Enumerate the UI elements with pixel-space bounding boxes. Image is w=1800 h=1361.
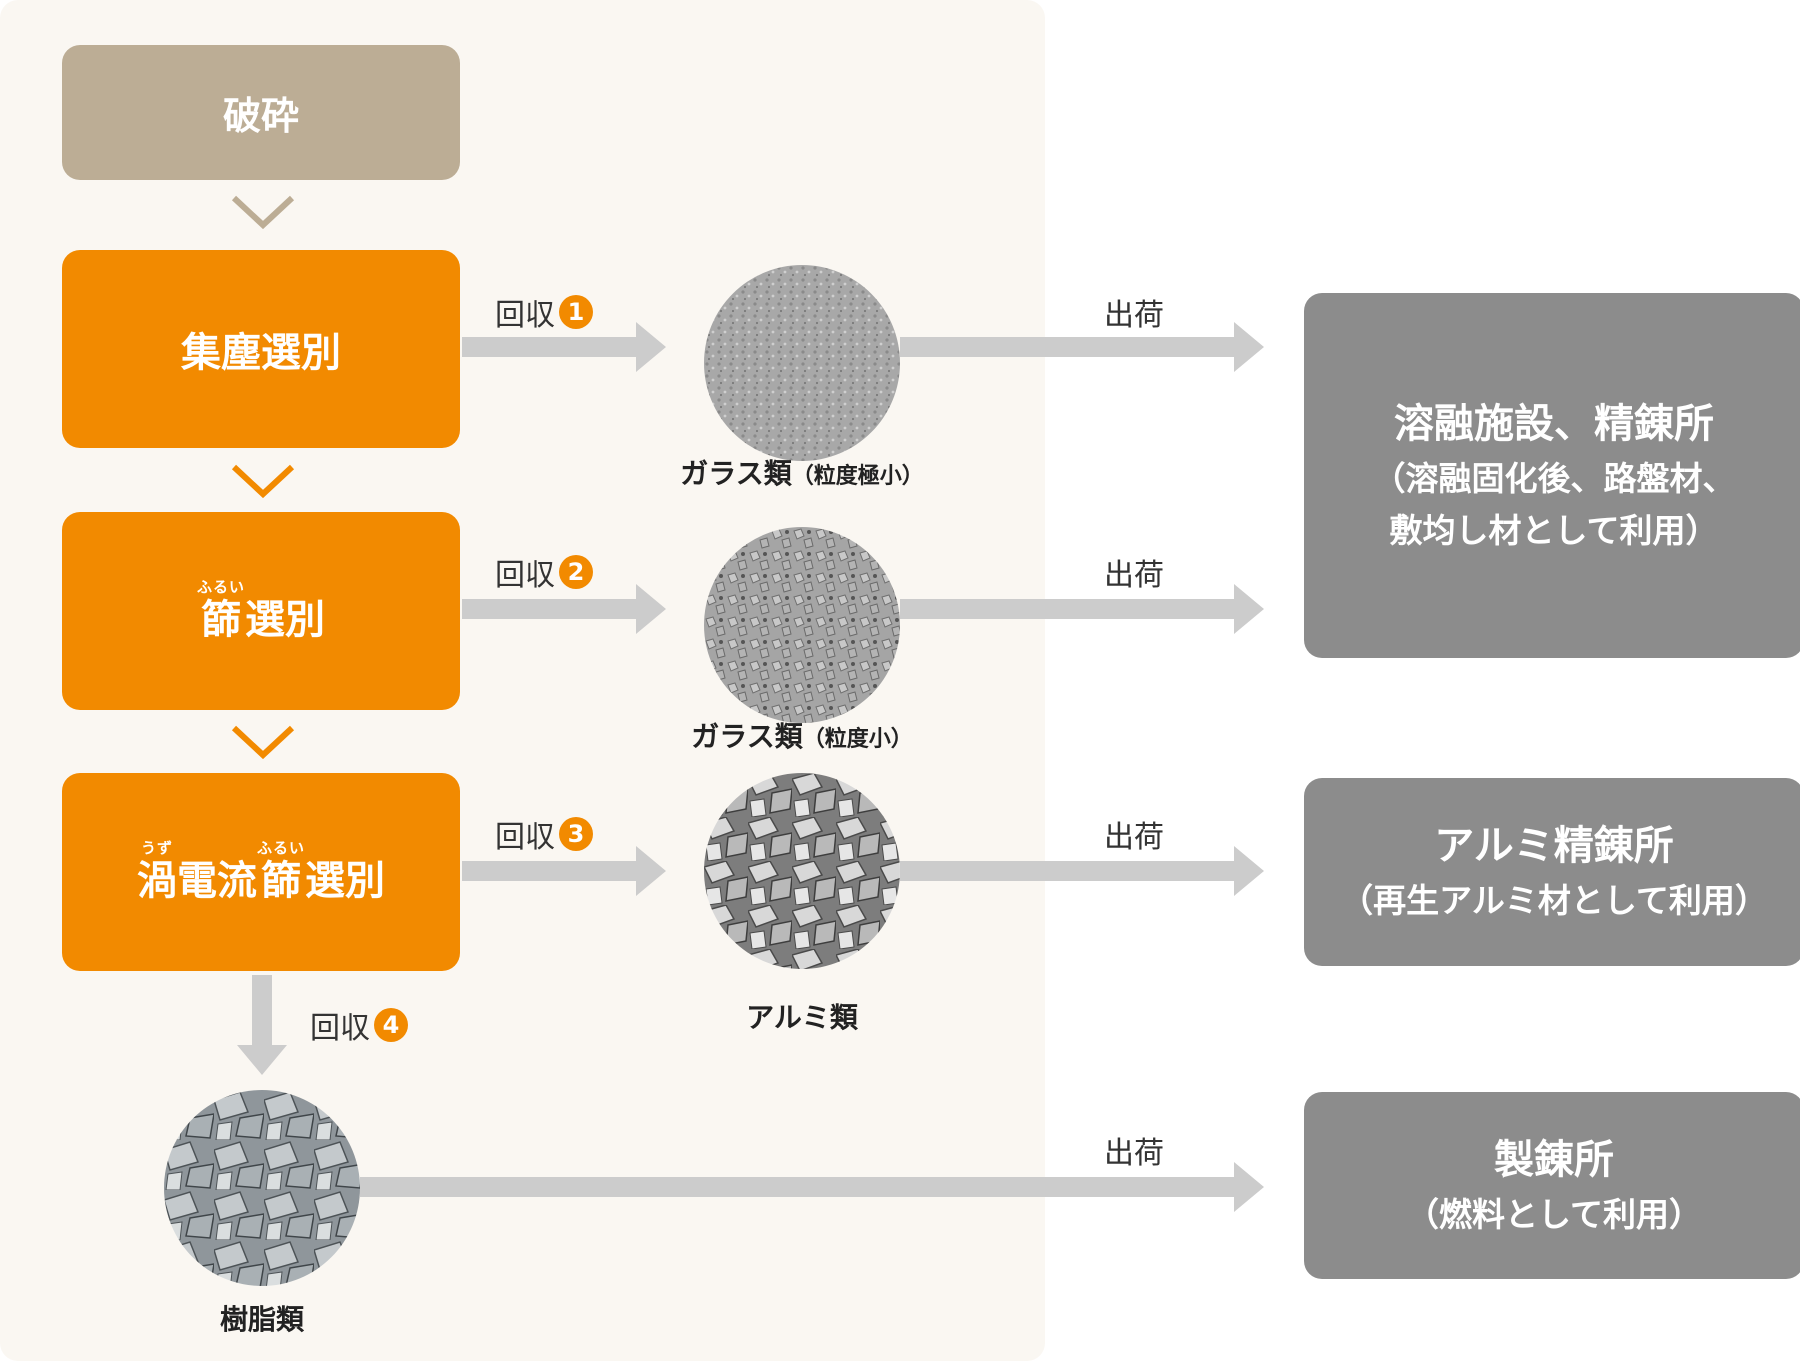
number-badge: 2 (559, 555, 593, 589)
furigana-furui: ふるい (256, 839, 305, 857)
arrow-right-icon (462, 322, 666, 372)
furigana-uzu: うず (140, 839, 173, 857)
material-resin: 樹脂類 (219, 1303, 304, 1336)
shipping-label: 出荷 (1104, 1136, 1164, 1171)
number-badge: 3 (559, 817, 593, 851)
number-badge: 1 (559, 295, 593, 329)
step-sieve-label: ふるい 篩 選別 (196, 578, 325, 643)
arrow-right-icon (360, 1162, 1264, 1212)
glass-tiny-photo (704, 265, 900, 461)
chevron-down-icon (231, 725, 295, 760)
arrow-right-icon (462, 846, 666, 896)
destination-smelter: 製錬所 （燃料として利用） (1304, 1092, 1800, 1279)
shipping-label: 出荷 (1104, 558, 1164, 593)
material-glass-tiny: ガラス類（粒度極小） (680, 457, 924, 490)
arrow-right-icon (900, 584, 1264, 634)
chevron-down-icon (231, 195, 295, 230)
material-aluminum: アルミ類 (746, 1001, 858, 1034)
number-badge: 4 (374, 1008, 408, 1042)
chevron-down-icon (231, 464, 295, 499)
arrow-down-icon (237, 975, 287, 1075)
arrow-right-icon (462, 584, 666, 634)
destination-aluminum-refinery: アルミ精錬所 （再生アルミ材として利用） (1304, 778, 1800, 966)
material-glass-small: ガラス類（粒度小） (691, 720, 913, 753)
aluminum-photo (704, 773, 900, 969)
step-dust-separation-label: 集塵選別 (181, 330, 341, 376)
shipping-label: 出荷 (1104, 298, 1164, 333)
step-eddy-current-separation: うず 渦 電流 ふるい 篩 選別 (62, 773, 460, 971)
step-dust-separation: 集塵選別 (62, 250, 460, 448)
step-crushing: 破砕 (62, 45, 460, 180)
step-sieve-separation: ふるい 篩 選別 (62, 512, 460, 710)
arrow-right-icon (900, 846, 1264, 896)
step-crushing-label: 破砕 (222, 94, 299, 138)
resin-photo (164, 1090, 360, 1286)
destination-melting-refinery: 溶融施設、精錬所 （溶融固化後、路盤材、 敷均し材として利用） (1304, 293, 1800, 658)
shipping-label: 出荷 (1104, 820, 1164, 855)
arrow-right-icon (900, 322, 1264, 372)
step-eddy-label: うず 渦 電流 ふるい 篩 選別 (136, 839, 385, 904)
glass-small-photo (704, 527, 900, 723)
furigana-furui: ふるい (196, 578, 245, 596)
